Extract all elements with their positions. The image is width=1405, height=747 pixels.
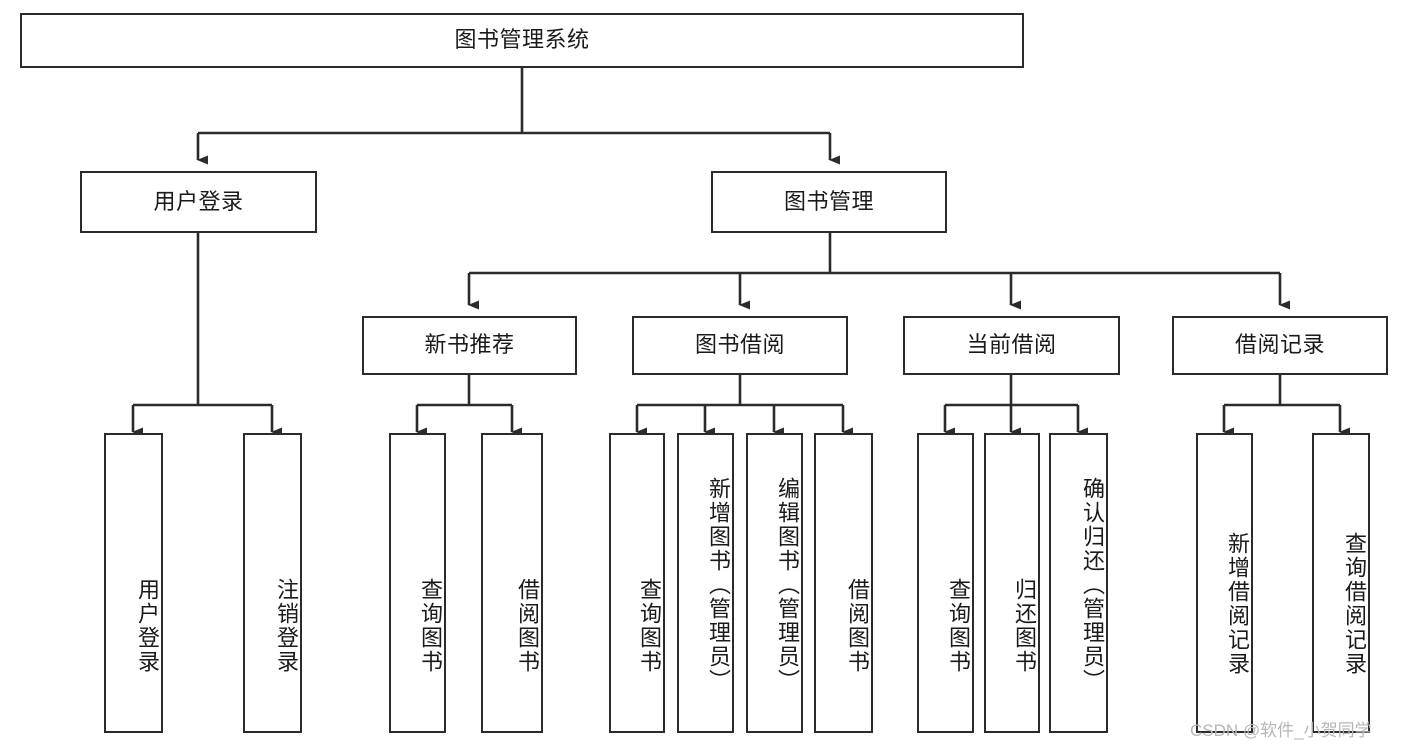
leaf-borrow-borrow-book[interactable]: 借阅图书 [814,433,873,733]
node-label: 图书管理系统 [454,27,590,53]
node-label: 新增借阅记录 [1225,532,1250,676]
node-label: 查询图书 [946,577,971,674]
leaf-record-query-record[interactable]: 查询借阅记录 [1312,433,1370,733]
leaf-borrow-edit-book-admin[interactable]: 编辑图书（管理员） [746,433,803,733]
node-borrow-record[interactable]: 借阅记录 [1172,316,1388,375]
csdn-watermark: CSDN @软件_小贺同学 [1190,721,1372,740]
leaf-current-return-book[interactable]: 归还图书 [984,433,1040,733]
node-label: 借阅图书 [515,577,540,674]
leaf-record-add-record[interactable]: 新增借阅记录 [1196,433,1253,733]
leaf-borrow-add-book-admin[interactable]: 新增图书（管理员） [677,433,734,733]
node-label: 当前借阅 [966,332,1057,358]
node-label: 确认归还（管理员） [1080,477,1105,693]
node-root-system[interactable]: 图书管理系统 [20,13,1024,68]
node-label: 查询借阅记录 [1342,532,1367,676]
node-label: 编辑图书（管理员） [775,477,800,693]
node-label: 图书借阅 [694,332,785,358]
leaf-current-confirm-return-admin[interactable]: 确认归还（管理员） [1049,433,1108,733]
node-label: 注销登录 [274,577,299,674]
node-label: 图书管理 [783,188,874,214]
node-book-borrow[interactable]: 图书借阅 [632,316,848,375]
node-new-book-recommend[interactable]: 新书推荐 [362,316,577,375]
node-current-borrow[interactable]: 当前借阅 [903,316,1120,375]
node-label: 借阅图书 [845,577,870,674]
node-label: 归还图书 [1012,577,1037,674]
node-label: 借阅记录 [1234,332,1325,358]
leaf-recommend-query-book[interactable]: 查询图书 [389,433,446,733]
leaf-borrow-query-book[interactable]: 查询图书 [609,433,665,733]
leaf-recommend-borrow-book[interactable]: 借阅图书 [481,433,543,733]
node-label: 新增图书（管理员） [706,477,731,693]
leaf-user-login-login[interactable]: 用户登录 [104,433,163,733]
leaf-current-query-book[interactable]: 查询图书 [917,433,974,733]
leaf-user-login-logout[interactable]: 注销登录 [243,433,302,733]
node-label: 查询图书 [418,577,443,674]
node-label: 新书推荐 [424,332,515,358]
node-label: 查询图书 [637,577,662,674]
node-label: 用户登录 [135,577,160,674]
node-user-login[interactable]: 用户登录 [80,171,317,233]
node-book-management[interactable]: 图书管理 [711,171,947,233]
node-label: 用户登录 [153,188,244,214]
